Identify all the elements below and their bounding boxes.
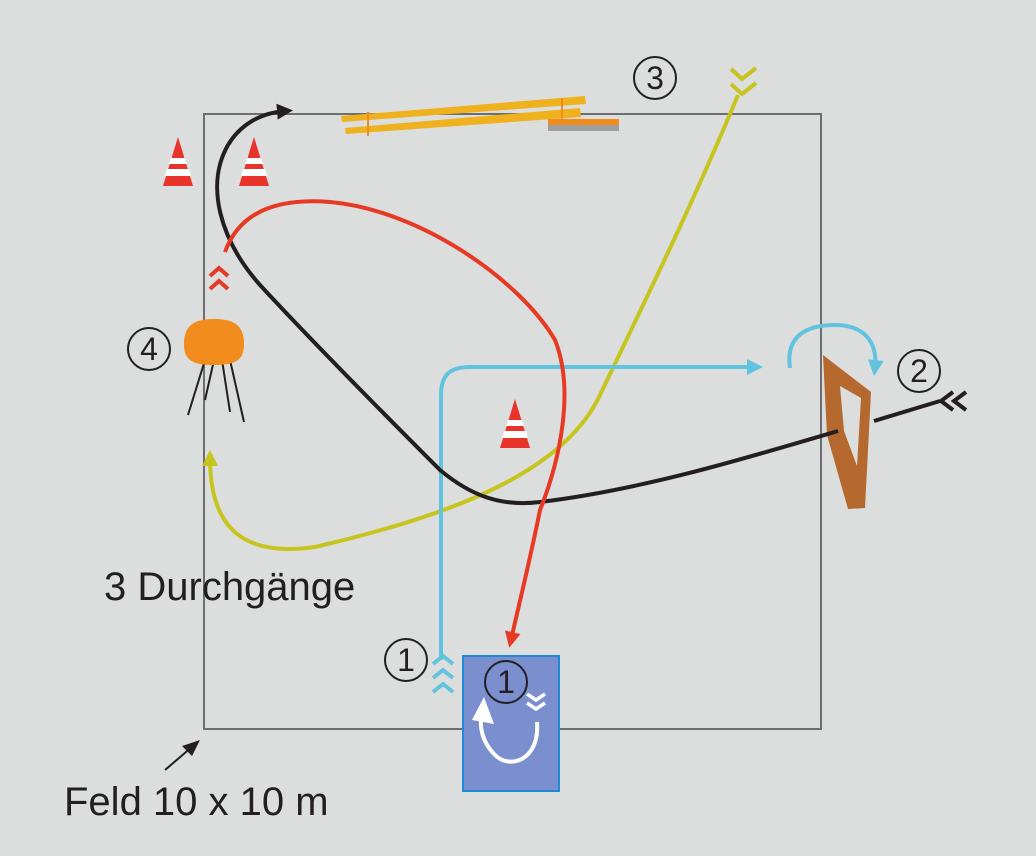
u-turn-arrow bbox=[478, 711, 540, 764]
cyan-hop-arrow bbox=[787, 322, 884, 376]
black-path-entry bbox=[873, 399, 941, 423]
chevron-icon bbox=[729, 66, 758, 97]
rounds-caption: 3 Durchgänge bbox=[104, 565, 356, 609]
hoop-stand-icon bbox=[184, 319, 245, 423]
station-1-left-marker: 1 bbox=[384, 638, 428, 682]
traffic-cone-icon bbox=[500, 399, 530, 448]
station-3-marker: 3 bbox=[633, 56, 677, 100]
chevron-icon bbox=[208, 265, 230, 291]
olive-path bbox=[202, 94, 740, 551]
field-size-caption: Feld 10 x 10 m bbox=[64, 780, 329, 824]
u-turn-arrow-head bbox=[472, 697, 494, 724]
station-2-marker: 2 bbox=[897, 349, 941, 393]
chevron-icon bbox=[937, 390, 968, 412]
red-path bbox=[223, 199, 567, 648]
cyan-path bbox=[439, 359, 763, 660]
black-path bbox=[215, 103, 839, 506]
traffic-cone-icon bbox=[163, 137, 193, 186]
wedge-obstacle-icon bbox=[823, 355, 871, 509]
traffic-cone-icon bbox=[239, 137, 269, 186]
chevron-icon bbox=[431, 653, 455, 694]
station-4-marker: 4 bbox=[127, 327, 171, 371]
plank-obstacle-icon bbox=[341, 96, 619, 136]
arrow-icon bbox=[182, 740, 200, 756]
chevron-icon bbox=[526, 692, 546, 712]
station-1-box-marker: 1 bbox=[484, 660, 528, 704]
